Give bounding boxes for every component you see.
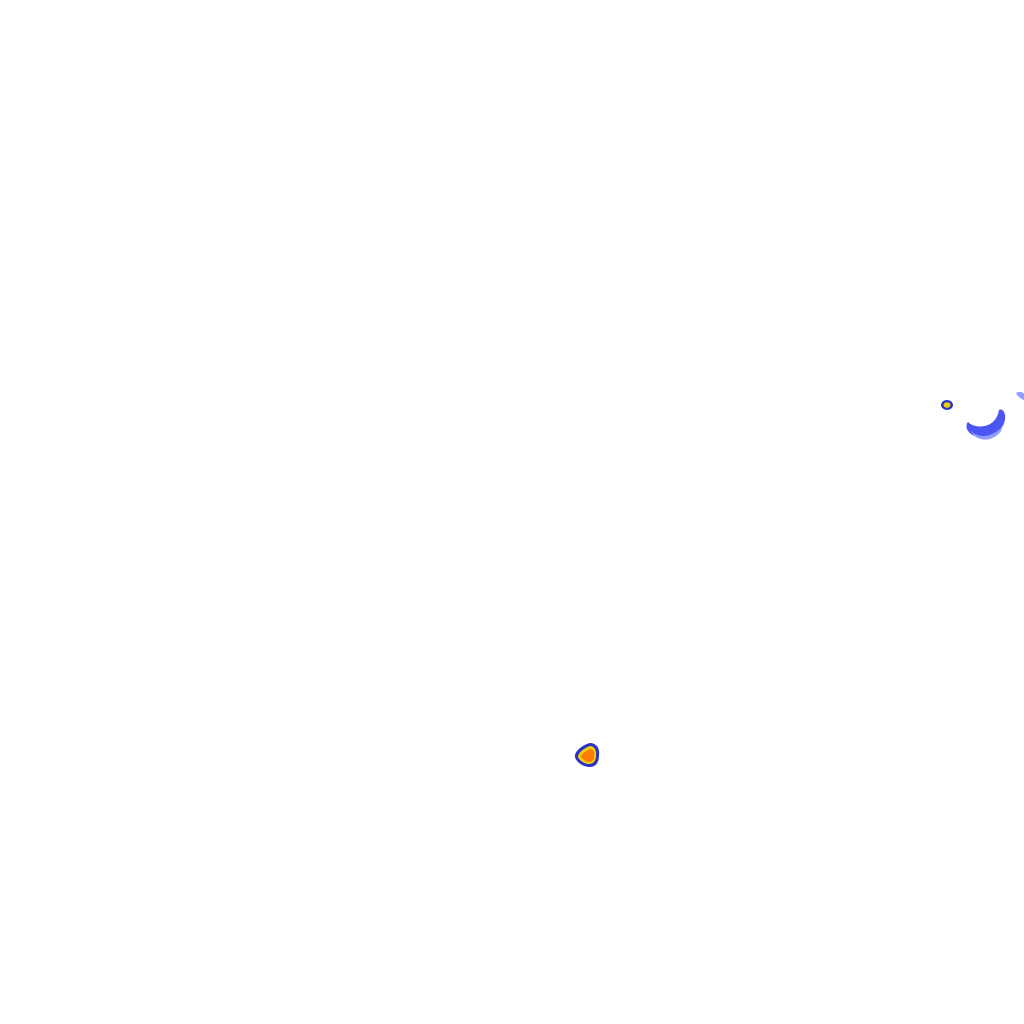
echo-east-band-main [966,409,1006,438]
echo-east-band [966,409,1006,440]
echo-east-small-core [943,402,951,408]
echo-east-edge-speck [1016,391,1024,400]
echo-east-band-fringe [970,426,1003,440]
echo-south-central [574,743,600,767]
echo-east-edge-speck-shape [1016,391,1024,400]
echo-east-small-cell [941,400,953,410]
echo-south-central-core [581,749,595,762]
